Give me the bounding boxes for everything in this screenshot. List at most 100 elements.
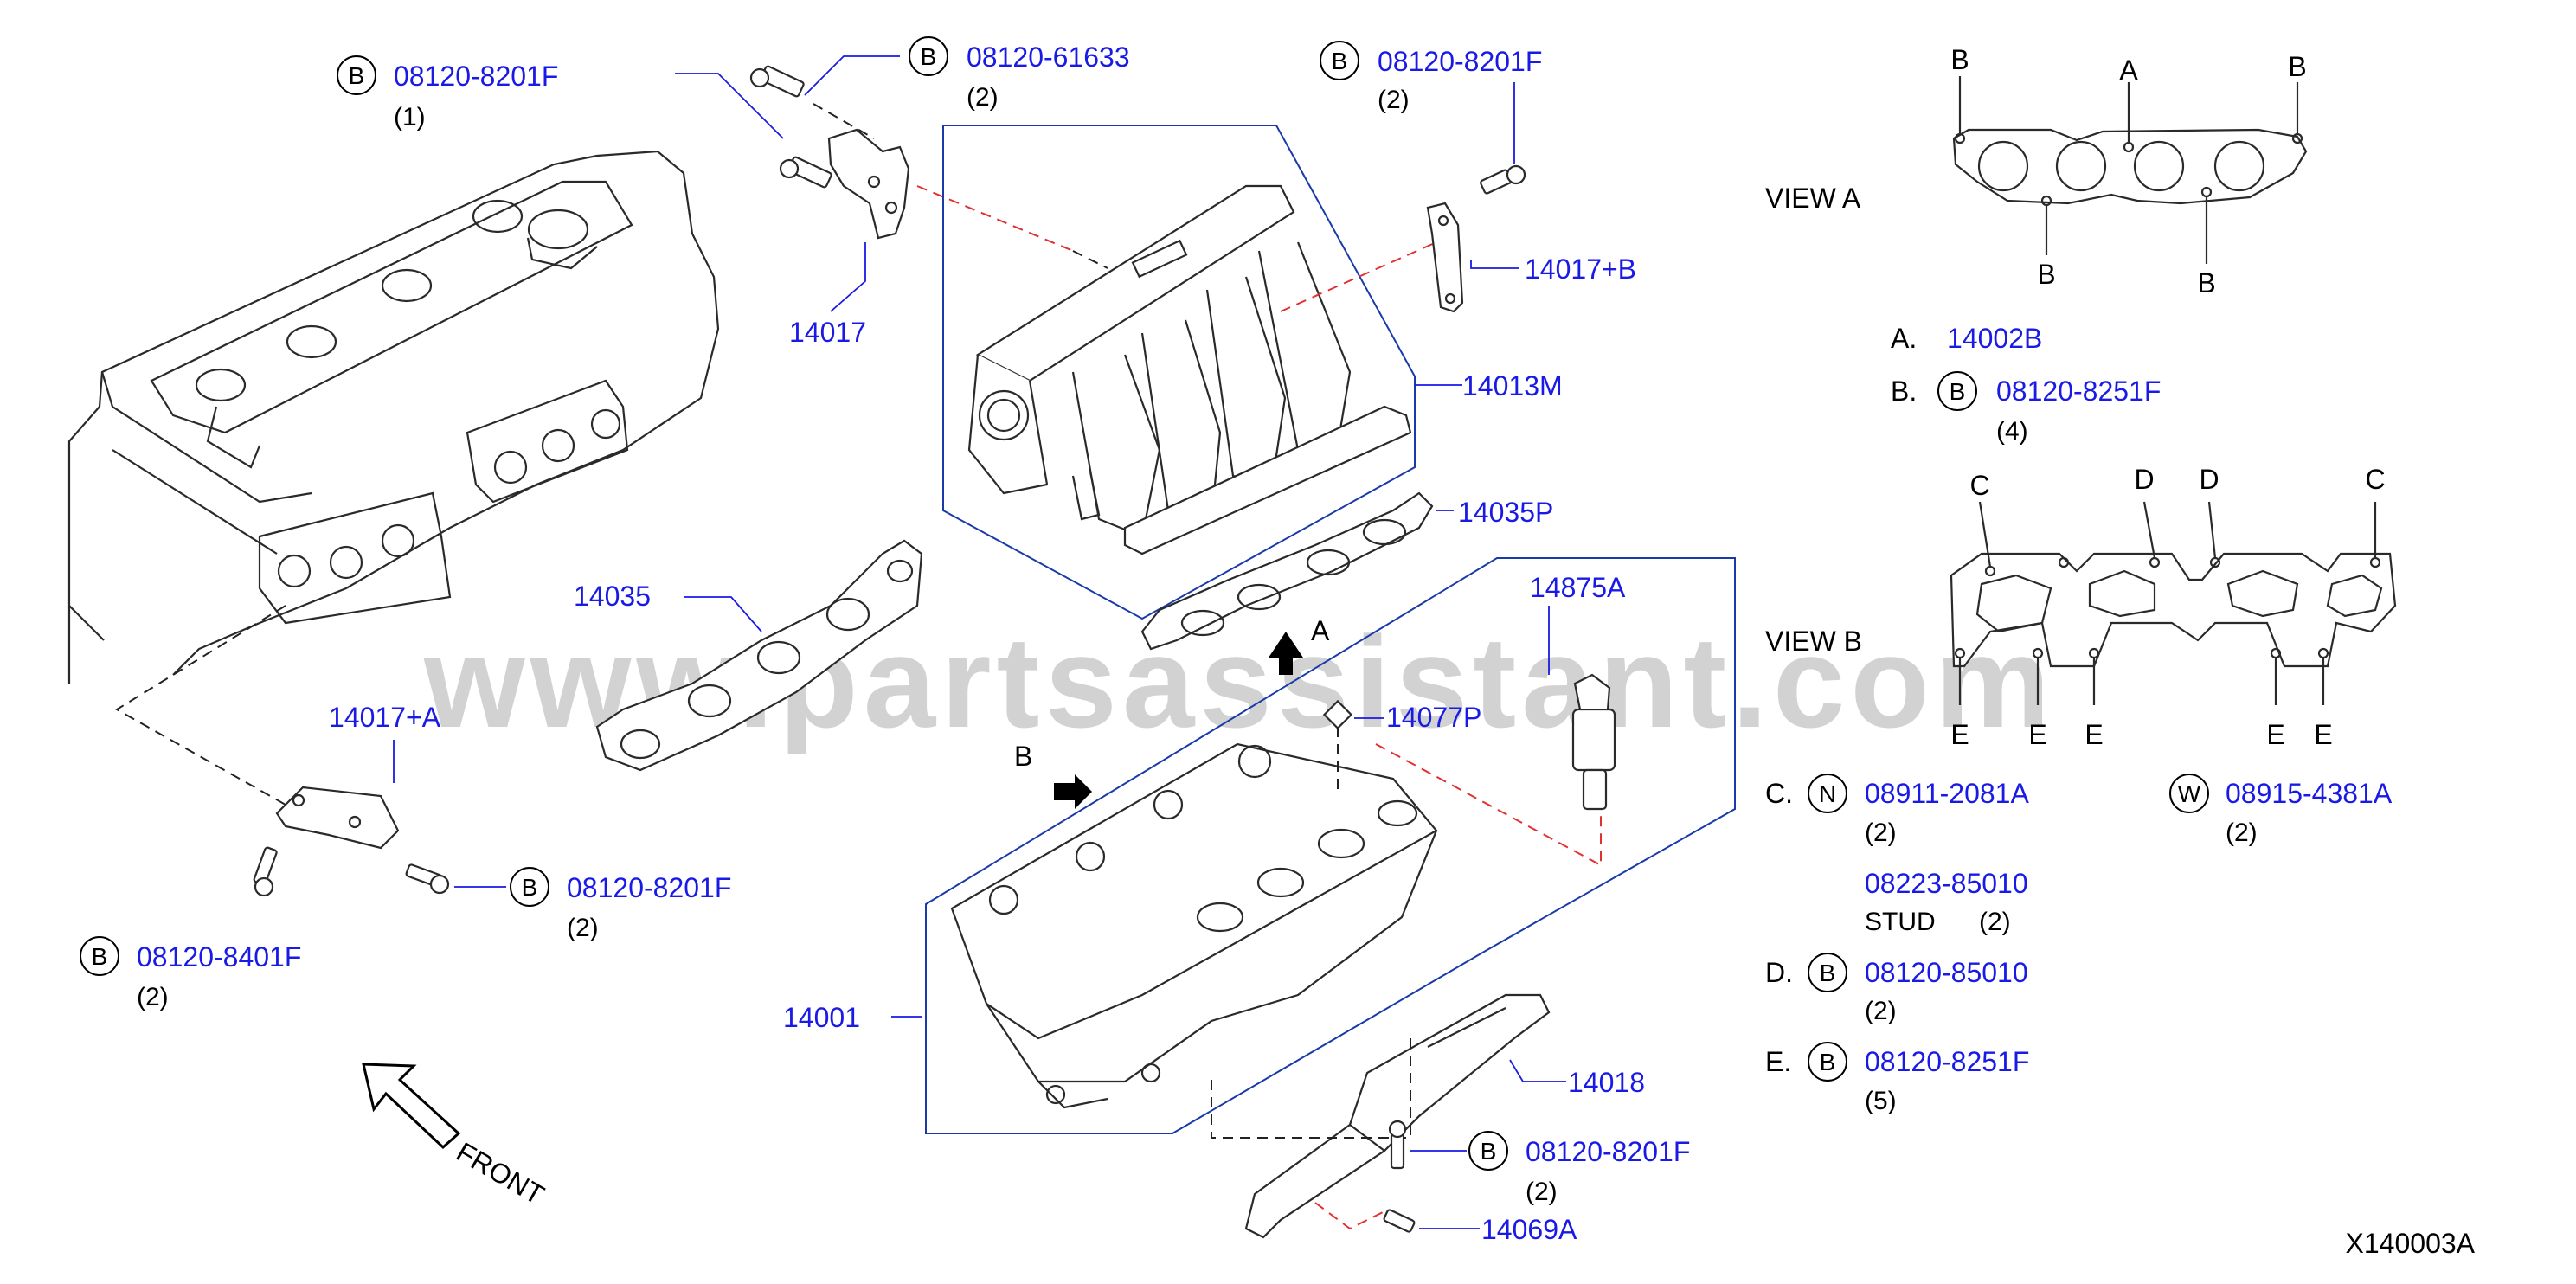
part-number-link[interactable]: 08120-8251F [1865, 1046, 2029, 1077]
part-number-link[interactable]: 14002B [1947, 323, 2042, 354]
view-b-point-label: E [2085, 719, 2103, 750]
part-number-link[interactable]: 08120-8201F [394, 61, 558, 92]
part-number-link[interactable]: 14017+A [329, 702, 441, 733]
view-a-point-label: A [2119, 55, 2138, 86]
view-a-point-label: B [2288, 51, 2306, 82]
part-number-link[interactable]: 08120-8201F [567, 872, 731, 903]
view-a-gasket-drawing [1952, 128, 2308, 207]
symbol-circle-b [1320, 41, 1359, 80]
part-number-link[interactable]: 08915-4381A [2226, 778, 2393, 809]
assembly-box-14001 [925, 557, 1736, 1134]
view-a-point-label: B [1950, 44, 1969, 75]
bracket-14017b-drawing [1426, 164, 1526, 313]
symbol-circle-b [1808, 1042, 1847, 1082]
sensor-14875a-drawing [1571, 673, 1616, 811]
symbol-circle-b [510, 867, 549, 907]
symbol-circle-n [1808, 774, 1847, 813]
quantity-label: (2) [2226, 819, 2258, 847]
gasket-14035-drawing [595, 539, 923, 772]
part-number-link[interactable]: 08223-85010 [1865, 868, 2028, 899]
view-b-point-label: E [2028, 719, 2046, 750]
symbol-circle-b [1808, 953, 1847, 992]
quantity-label: (5) [1865, 1087, 1897, 1115]
symbol-circle-b [80, 936, 119, 976]
part-name-label: STUD [1865, 908, 1936, 936]
symbol-circle-w [2169, 774, 2209, 813]
quantity-label: (2) [1378, 86, 1410, 114]
bolt-head-drawing [1388, 1120, 1407, 1139]
callout-symbol: B [349, 62, 365, 89]
view-b-point-label: D [2134, 464, 2154, 495]
stud-drawing [1383, 1209, 1416, 1233]
callout-symbol: B [1820, 960, 1836, 986]
quantity-label: (1) [394, 103, 426, 132]
quantity-label: (2) [137, 983, 169, 1011]
symbol-circle-b [909, 36, 948, 76]
legend-key: A. [1891, 323, 1917, 354]
part-number-link[interactable]: 14001 [783, 1002, 860, 1033]
callout-symbol: B [1481, 1138, 1497, 1165]
view-b-point-label: C [2365, 464, 2385, 495]
quantity-label: (2) [967, 83, 999, 112]
arrow-b-label: B [1014, 741, 1032, 772]
part-number-link[interactable]: 08120-8401F [137, 941, 301, 973]
arrow-a-label: A [1311, 615, 1330, 646]
quantity-label: (4) [1996, 417, 2028, 446]
part-number-link[interactable]: 14035P [1458, 497, 1553, 528]
callout-symbol: N [1819, 780, 1836, 807]
callout-symbol: B [1332, 48, 1348, 74]
callout-symbol: W [2178, 780, 2201, 807]
part-number-link[interactable]: 14035 [574, 581, 651, 612]
part-number-link[interactable]: 14018 [1568, 1067, 1645, 1098]
callout-symbol: B [1950, 378, 1966, 405]
front-label: FRONT [452, 1136, 549, 1210]
part-number-link[interactable]: 08120-8201F [1526, 1136, 1690, 1167]
callout-symbol: B [1820, 1049, 1836, 1075]
intake-upper-drawing [967, 184, 1412, 555]
leader-lines [393, 55, 1566, 1229]
part-number-link[interactable]: 08120-85010 [1865, 957, 2028, 988]
bracket-14017a-drawing [253, 786, 450, 897]
view-a-title: VIEW A [1765, 183, 1861, 214]
part-number-link[interactable]: 08120-8251F [1996, 376, 2161, 407]
view-b-point-label: E [2314, 719, 2332, 750]
legend-key: E. [1765, 1046, 1791, 1077]
quantity-label: (2) [1865, 819, 1897, 847]
view-b-title: VIEW B [1765, 626, 1862, 657]
view-a-arrow [1269, 632, 1303, 675]
assembly-box-14013m [942, 125, 1416, 620]
symbol-circle-b [1937, 371, 1977, 411]
part-number-link[interactable]: 08911-2081A [1865, 778, 2029, 809]
part-number-link[interactable]: 14013M [1462, 370, 1563, 401]
view-a-pointer-lines [1958, 76, 2299, 264]
symbol-circle-b [337, 55, 376, 95]
part-number-link[interactable]: 14077P [1386, 702, 1481, 733]
bracket-14017-drawing [749, 65, 910, 240]
part-number-link[interactable]: 14069A [1481, 1214, 1577, 1245]
part-number-link[interactable]: 14017+B [1525, 254, 1636, 285]
view-b-arrow [1054, 774, 1092, 809]
gasket-14077p-drawing [1322, 699, 1353, 730]
legend-key: C. [1765, 778, 1793, 809]
part-number-link[interactable]: 14875A [1530, 572, 1626, 603]
quantity-label: (2) [1979, 908, 2011, 936]
intake-lower-drawing [950, 742, 1438, 1109]
bolt-drawing [1390, 1132, 1405, 1170]
view-b-point-label: E [1950, 719, 1969, 750]
diagram-code: X140003A [2346, 1228, 2476, 1259]
symbol-circle-b [1468, 1131, 1508, 1171]
legend-key: B. [1891, 376, 1917, 407]
heat-shield-14018-drawing [1244, 993, 1551, 1239]
front-arrow [362, 1063, 461, 1150]
callout-symbol: B [522, 874, 538, 901]
view-b-point-label: C [1969, 470, 1989, 501]
quantity-label: (2) [567, 914, 599, 942]
callout-symbol: B [921, 43, 937, 70]
part-number-link[interactable]: 08120-8201F [1378, 46, 1542, 77]
callout-symbol: B [92, 943, 108, 970]
part-number-link[interactable]: 14017 [789, 317, 866, 348]
view-b-pointer-lines [1958, 501, 2377, 705]
part-number-link[interactable]: 08120-61633 [967, 42, 1130, 73]
engine-block-drawing [67, 150, 720, 684]
